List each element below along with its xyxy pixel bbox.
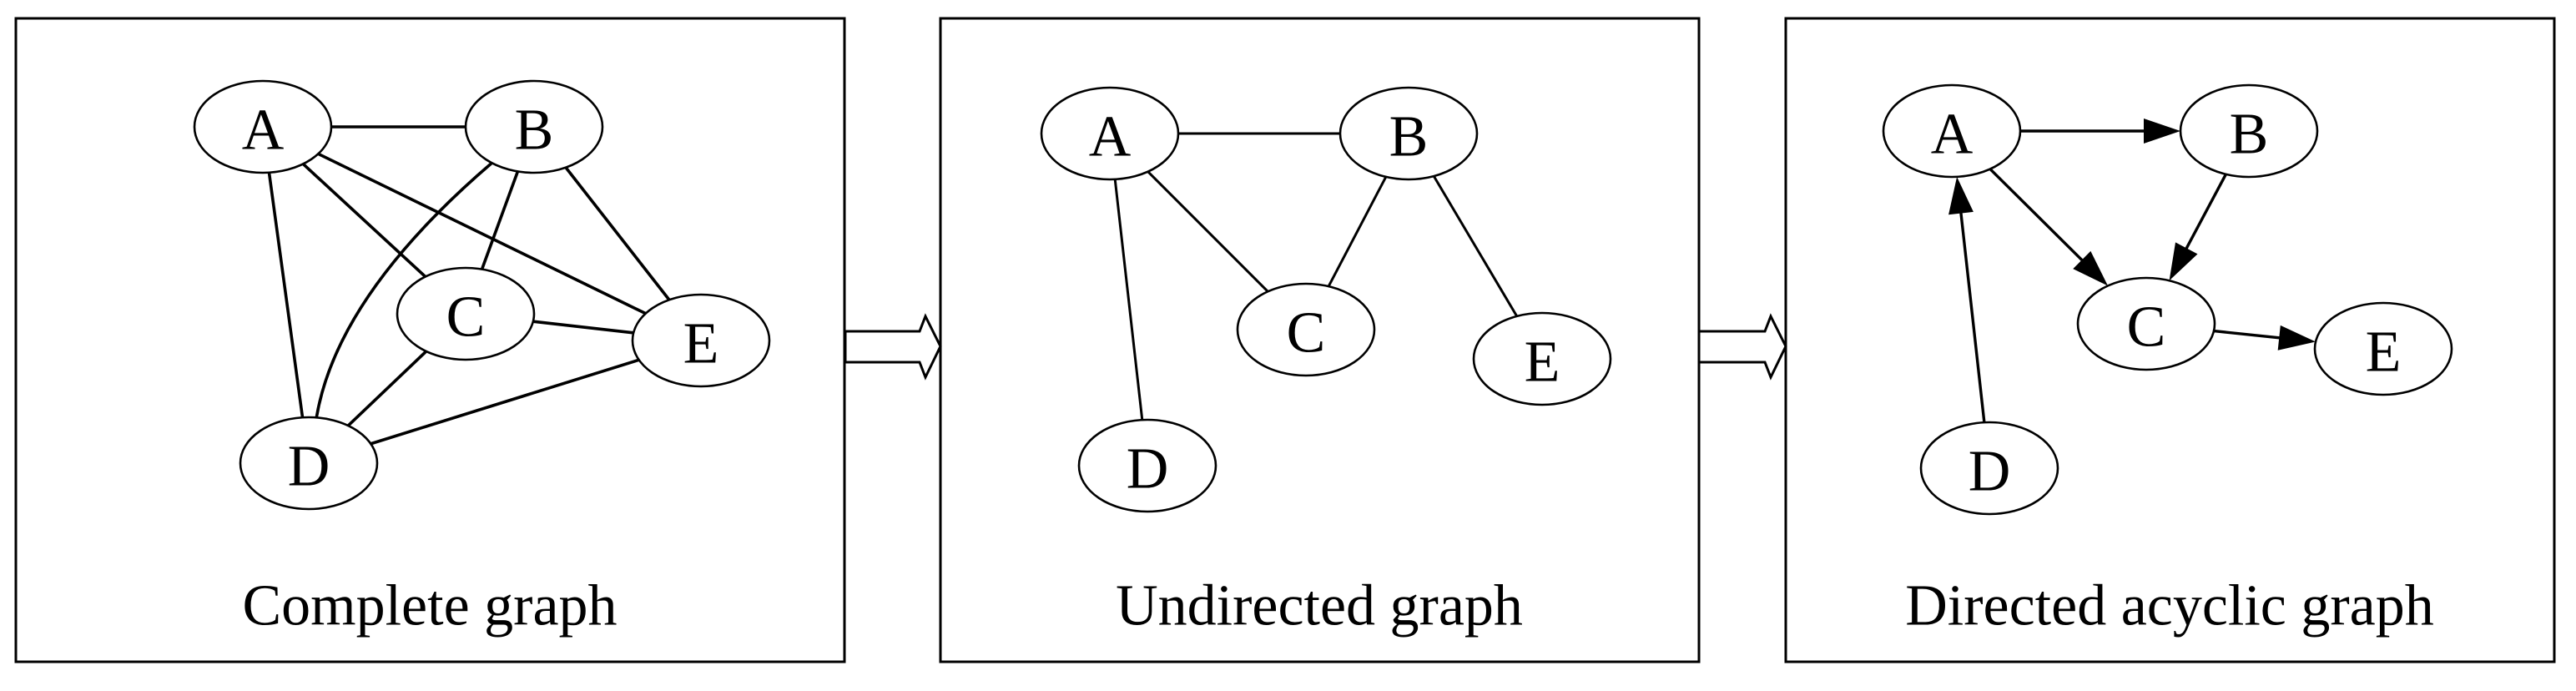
graph-node-directed-acyclic-graph-B (2179, 83, 2319, 179)
panel-transition-right-block-arrow-1 (844, 313, 942, 381)
graph-edge-A-to-C-arrowhead-icon (2073, 250, 2109, 286)
graph-edge-B-D (315, 161, 493, 418)
graph-node-label-directed-acyclic-graph-A: A (1931, 103, 1974, 167)
graph-edge-B-E (564, 166, 671, 301)
graph-edge-C-D (346, 350, 428, 427)
graph-node-label-undirected-graph-D: D (1127, 437, 1169, 502)
graph-node-complete-graph-D (239, 416, 379, 511)
graph-edge-A-to-B-arrowhead-icon (2144, 119, 2180, 144)
graph-node-complete-graph-A (193, 79, 333, 174)
graph-node-label-complete-graph-A: A (242, 98, 285, 163)
graph-edge-B-C (1327, 176, 1388, 287)
graph-node-directed-acyclic-graph-D (1919, 421, 2059, 516)
graph-edge-D-to-A-shaft (1958, 209, 1986, 423)
panel-caption-undirected-graph: Undirected graph (1116, 574, 1523, 638)
graph-edge-B-to-C-arrowhead-icon (2169, 242, 2198, 281)
graph-node-undirected-graph-E (1472, 311, 1612, 406)
graph-node-undirected-graph-D (1077, 418, 1217, 513)
graph-edge-D-E (370, 358, 640, 446)
graph-edge-A-to-C-shaft (1989, 168, 2085, 264)
graph-node-directed-acyclic-graph-E (2313, 301, 2453, 396)
graph-edge-C-E (532, 320, 634, 335)
graph-node-undirected-graph-A (1040, 86, 1180, 181)
graph-edge-D-to-A-arrowhead-icon (1948, 176, 1974, 215)
graph-edge-A-D (1113, 179, 1144, 421)
graph-node-label-directed-acyclic-graph-B: B (2230, 103, 2269, 167)
graph-node-undirected-graph-B (1338, 86, 1479, 181)
graph-node-label-complete-graph-E: E (683, 312, 719, 376)
graph-node-complete-graph-B (464, 79, 604, 174)
graph-node-undirected-graph-C (1236, 282, 1376, 377)
graph-node-label-directed-acyclic-graph-D: D (1969, 440, 2011, 504)
graph-node-complete-graph-E (631, 293, 771, 388)
graph-node-complete-graph-C (396, 266, 536, 361)
graph-edge-B-to-C-shaft (2183, 173, 2227, 252)
graph-node-label-directed-acyclic-graph-C: C (2127, 295, 2166, 360)
graph-node-label-undirected-graph-B: B (1389, 105, 1429, 169)
panel-transition-right-block-arrow-2 (1697, 313, 1787, 381)
graph-node-label-directed-acyclic-graph-E: E (2366, 320, 2402, 385)
graph-edge-B-E (1432, 175, 1519, 317)
graph-node-label-complete-graph-B: B (515, 98, 554, 163)
panel-caption-directed-acyclic-graph: Directed acyclic graph (1905, 574, 2434, 638)
graph-node-label-undirected-graph-E: E (1525, 330, 1560, 395)
graph-node-label-undirected-graph-A: A (1089, 105, 1132, 169)
graph-edge-A-C (302, 163, 426, 278)
graph-edge-C-to-E-shaft (2213, 329, 2283, 340)
graph-edge-A-C (1147, 170, 1269, 293)
graph-node-directed-acyclic-graph-C (2076, 276, 2216, 371)
panel-caption-complete-graph: Complete graph (242, 574, 617, 638)
graph-edge-A-E (317, 152, 647, 315)
panel-box-directed-acyclic-graph (1784, 17, 2556, 663)
graph-edge-A-D (267, 172, 305, 418)
graph-node-label-complete-graph-C: C (446, 285, 486, 350)
graph-node-label-undirected-graph-C: C (1287, 301, 1326, 366)
graph-node-label-complete-graph-D: D (288, 435, 330, 499)
graph-edge-B-C (480, 170, 520, 270)
graph-node-directed-acyclic-graph-A (1882, 83, 2022, 179)
graph-edge-C-to-E-arrowhead-icon (2277, 325, 2316, 351)
